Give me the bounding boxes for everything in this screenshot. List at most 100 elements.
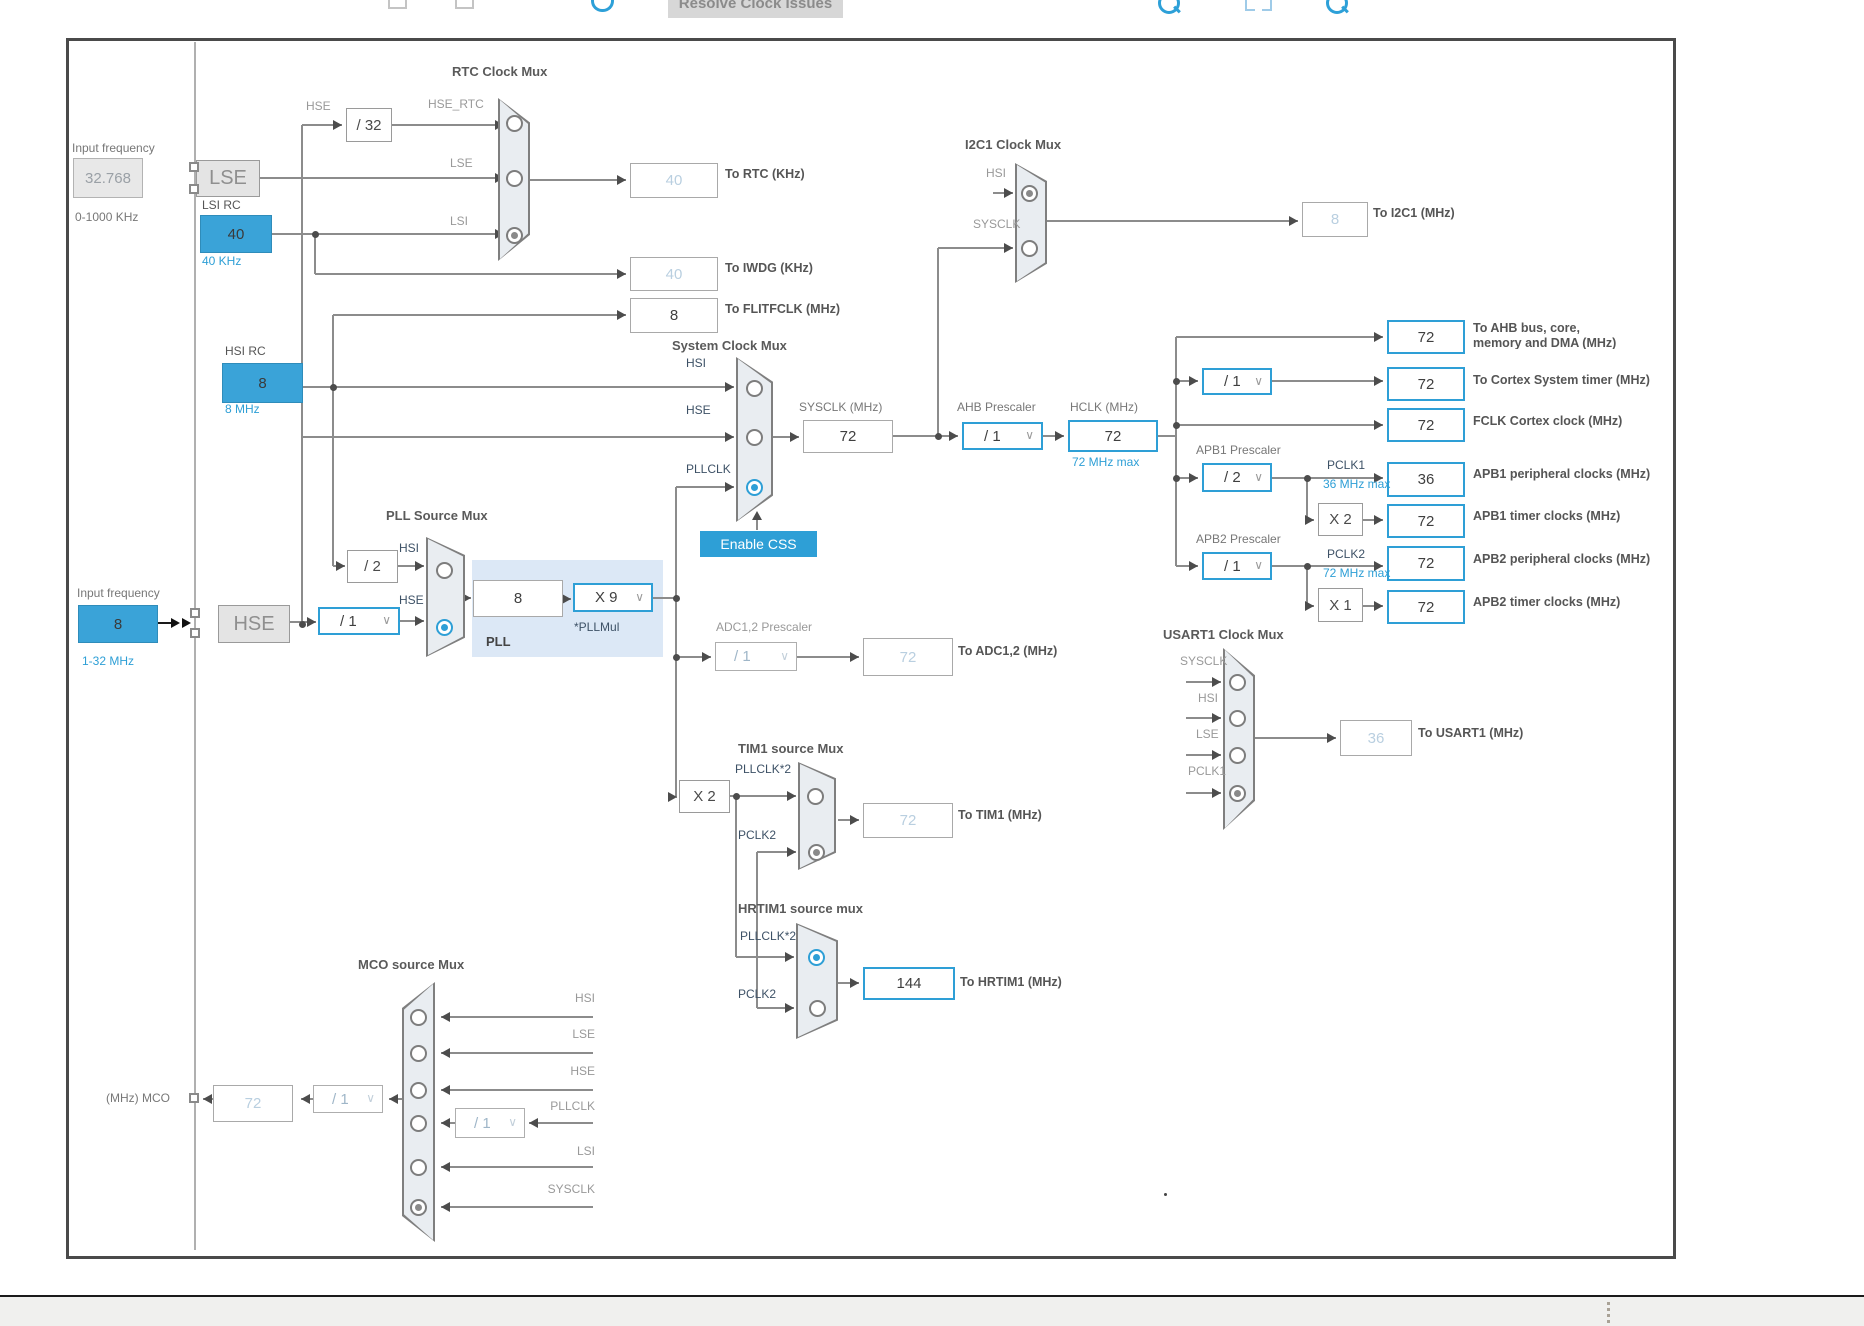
apb2-peripheral-value[interactable]: 72 <box>1387 546 1465 581</box>
mco-mux-lsi-radio[interactable] <box>410 1159 427 1176</box>
arrowhead <box>441 1048 450 1058</box>
wire <box>441 1016 593 1018</box>
wire <box>1272 477 1383 479</box>
wire <box>272 233 504 235</box>
arrowhead <box>850 978 859 988</box>
mco-divider-dropdown[interactable]: / 1∨ <box>313 1085 383 1113</box>
apb1-timer-value[interactable]: 72 <box>1387 504 1465 538</box>
to-hrtim1-value[interactable]: 144 <box>863 967 955 1000</box>
hrtim1-mux-pllclk2-radio[interactable] <box>808 949 825 966</box>
ahb-prescaler-dropdown[interactable]: / 1∨ <box>962 422 1043 450</box>
mco-mux-pllclk-radio[interactable] <box>410 1115 427 1132</box>
fit-view-icon[interactable] <box>1262 0 1272 11</box>
window-icon[interactable] <box>388 0 407 9</box>
hrtim1-source-mux <box>796 923 838 1039</box>
lsi-rc-label: LSI RC <box>202 198 241 212</box>
reload-icon[interactable] <box>591 0 614 12</box>
wire <box>653 597 676 599</box>
wire <box>1176 565 1198 567</box>
arrowhead <box>1305 601 1314 611</box>
usart1-mux-sysclk-radio[interactable] <box>1229 674 1246 691</box>
wire <box>441 1089 593 1091</box>
rtc-mux-hse-rtc-radio[interactable] <box>506 115 523 132</box>
wire <box>938 247 1013 249</box>
mco-mux-hse-radio[interactable] <box>410 1082 427 1099</box>
wire <box>332 315 334 387</box>
wire <box>332 387 334 566</box>
zoom-in-icon[interactable] <box>1326 0 1348 14</box>
grip-handle[interactable] <box>1607 1308 1610 1311</box>
pllmul-dropdown[interactable]: X 9∨ <box>573 583 653 612</box>
zoom-out-icon[interactable] <box>1158 0 1180 14</box>
fclk-label: FCLK Cortex clock (MHz) <box>1473 414 1623 428</box>
usart1-mux-pclk1-radio[interactable] <box>1229 785 1246 802</box>
i2c1-mux-hsi-radio[interactable] <box>1021 185 1038 202</box>
rtc-lsi-label: LSI <box>450 214 469 228</box>
usart1-mux-hsi-radio[interactable] <box>1229 710 1246 727</box>
wire <box>158 622 172 624</box>
wire <box>392 124 504 126</box>
pclk2-max-label: 72 MHz max <box>1323 566 1391 580</box>
apb2-timer-value[interactable]: 72 <box>1387 590 1465 624</box>
rtc-mux-lsi-radio[interactable] <box>506 227 523 244</box>
wire <box>1186 754 1221 756</box>
mco-mux-sysclk-radio[interactable] <box>410 1199 427 1216</box>
window-icon[interactable] <box>455 0 474 9</box>
grip-handle[interactable] <box>1607 1302 1610 1305</box>
hsi-rc-label: HSI RC <box>225 344 266 358</box>
usart1-lse-label: LSE <box>1196 727 1219 741</box>
usart1-clock-mux-title: USART1 Clock Mux <box>1163 627 1284 642</box>
bottom-panel <box>0 1297 1864 1326</box>
mco-mux-lse-radio[interactable] <box>410 1045 427 1062</box>
wire <box>1175 337 1177 566</box>
arrowhead <box>725 432 734 442</box>
pll-hse-prediv-dropdown[interactable]: / 1∨ <box>318 607 400 635</box>
wire <box>441 1206 593 1208</box>
mco-mux-hsi-radio[interactable] <box>410 1009 427 1026</box>
fclk-value[interactable]: 72 <box>1387 408 1465 442</box>
apb1-peripheral-value[interactable]: 36 <box>1387 462 1465 497</box>
wire <box>838 982 859 984</box>
wire <box>676 656 711 658</box>
tim1-mux-pclk2-radio[interactable] <box>808 844 825 861</box>
sysclk-label: SYSCLK (MHz) <box>799 400 883 414</box>
ahb-bus-value[interactable]: 72 <box>1387 320 1465 354</box>
sysmux-hsi-radio[interactable] <box>746 380 763 397</box>
lse-source-box: LSE <box>196 160 260 197</box>
chevron-down-icon: ∨ <box>1025 427 1034 442</box>
apb2-prescaler-dropdown[interactable]: / 1∨ <box>1202 552 1272 580</box>
grip-handle[interactable] <box>1607 1314 1610 1317</box>
mco-pllclk-divider-dropdown[interactable]: / 1∨ <box>455 1108 525 1138</box>
usart1-mux-lse-radio[interactable] <box>1229 747 1246 764</box>
arrowhead <box>1189 561 1198 571</box>
sysmux-pllclk-radio[interactable] <box>746 479 763 496</box>
lse-input-frequency-field[interactable]: 32.768 <box>73 158 143 198</box>
tim1-mult-box: X 2 <box>679 780 730 813</box>
i2c1-mux-sysclk-radio[interactable] <box>1021 240 1038 257</box>
apb1-prescaler-dropdown[interactable]: / 2∨ <box>1202 463 1272 492</box>
mco-value: 72 <box>213 1085 293 1122</box>
rtc-mux-lse-radio[interactable] <box>506 170 523 187</box>
cortex-timer-value[interactable]: 72 <box>1387 367 1465 401</box>
grip-handle[interactable] <box>1607 1320 1610 1323</box>
tim1-pclk2-label: PCLK2 <box>738 828 777 842</box>
apb1-prescaler-label: APB1 Prescaler <box>1196 443 1281 457</box>
pllmux-hsi-radio[interactable] <box>436 562 453 579</box>
cortex-timer-dropdown[interactable]: / 1∨ <box>1202 368 1272 395</box>
usart1-hsi-label: HSI <box>1198 691 1219 705</box>
pllmux-hse-radio[interactable] <box>436 619 453 636</box>
to-usart1-value: 36 <box>1340 720 1412 756</box>
hrtim1-source-mux-title: HRTIM1 source mux <box>738 901 863 916</box>
hrtim1-mux-pclk2-radio[interactable] <box>809 1000 826 1017</box>
sysmux-hse-radio[interactable] <box>746 429 763 446</box>
adc12-prescaler-dropdown[interactable]: / 1∨ <box>715 642 797 671</box>
hse-input-frequency-field[interactable]: 8 <box>78 605 158 643</box>
tim1-mux-pllclk2-radio[interactable] <box>807 788 824 805</box>
enable-css-button[interactable]: Enable CSS <box>700 531 817 557</box>
fit-view-icon[interactable] <box>1245 0 1255 11</box>
arrowhead <box>415 561 424 571</box>
resolve-clock-issues-button[interactable]: Resolve Clock Issues <box>668 0 843 18</box>
junction-dot <box>312 231 319 238</box>
pin-connector <box>189 1093 199 1103</box>
hclk-value[interactable]: 72 <box>1068 420 1158 452</box>
